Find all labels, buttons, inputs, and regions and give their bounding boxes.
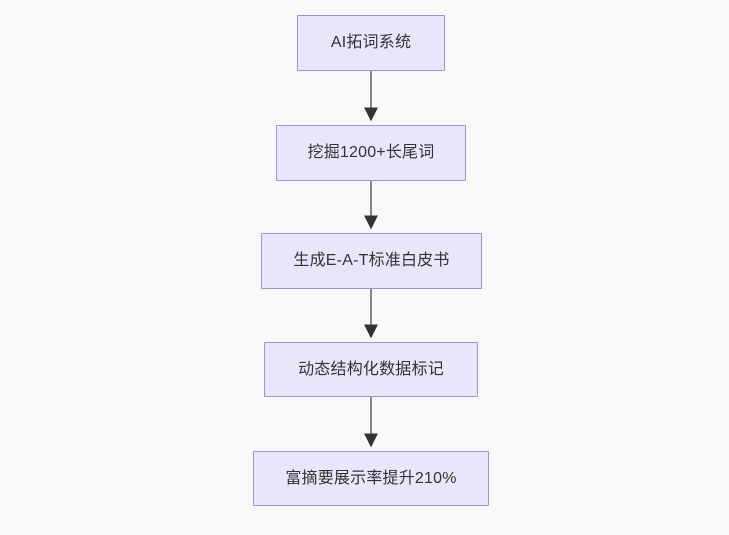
flow-node-label: 挖掘1200+长尾词 (307, 144, 435, 161)
flow-node-rich-snippet-impression-lift[interactable]: 富摘要展示率提升210% (253, 451, 489, 506)
flow-node-label: AI拓词系统 (330, 34, 412, 51)
flow-node-ai-keyword-system[interactable]: AI拓词系统 (297, 15, 445, 71)
flow-node-dynamic-structured-data-markup[interactable]: 动态结构化数据标记 (264, 342, 478, 397)
flow-node-mine-longtail-keywords[interactable]: 挖掘1200+长尾词 (276, 125, 466, 181)
flow-node-label: 富摘要展示率提升210% (285, 469, 457, 487)
flow-node-label: 生成E-A-T标准白皮书 (293, 252, 450, 269)
flow-node-label: 动态结构化数据标记 (298, 360, 444, 378)
flow-node-generate-eat-whitepaper[interactable]: 生成E-A-T标准白皮书 (261, 233, 482, 289)
